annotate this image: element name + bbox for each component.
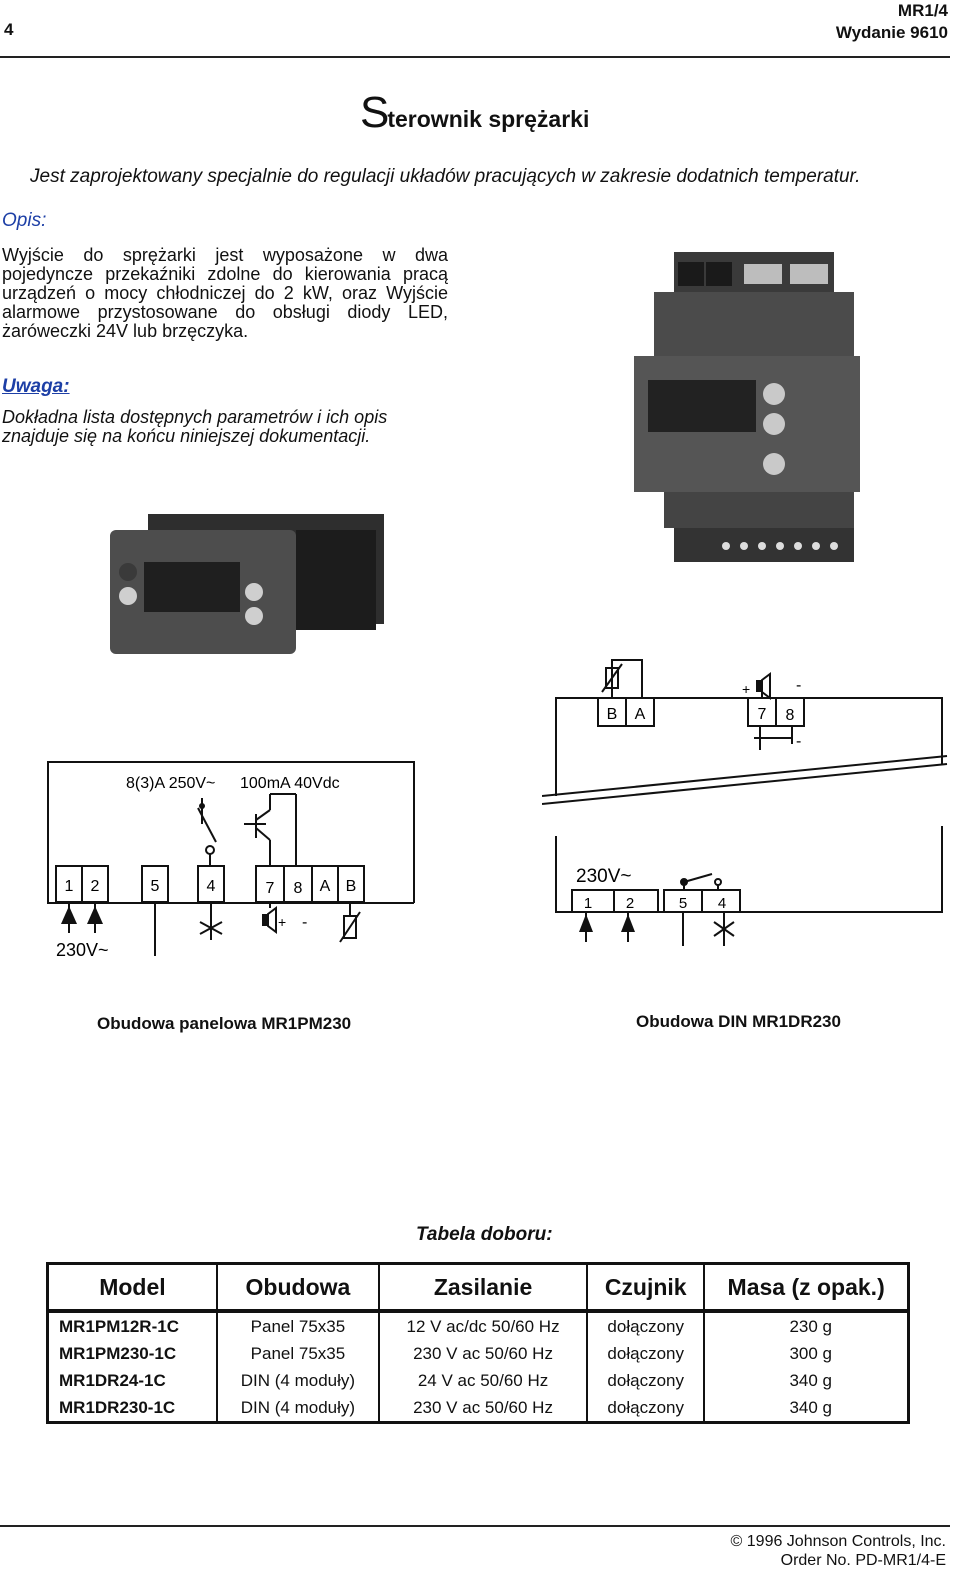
din-buzzer-icon (756, 672, 771, 700)
din-terminal-2-label: 2 (626, 895, 634, 912)
page-title: Sterownik sprężarki (360, 88, 589, 138)
cell-zasilanie: 24 V ac 50/60 Hz (377, 1367, 589, 1394)
table-header-row: Model Obudowa Zasilanie Czujnik Masa (z … (46, 1262, 910, 1313)
table-row: MR1PM12R-1C Panel 75x35 12 V ac/dc 50/60… (46, 1311, 910, 1340)
din-terminal-b-label: B (607, 706, 618, 723)
buzzer-icon (262, 902, 277, 934)
uwaga-heading: Uwaga: (2, 376, 70, 397)
buzzer-plus-label: + (278, 914, 286, 930)
col-zasilanie: Zasilanie (377, 1262, 589, 1313)
selection-table: Model Obudowa Zasilanie Czujnik Masa (z … (46, 1262, 910, 1424)
cell-model: MR1DR24-1C (46, 1367, 218, 1394)
din-supply-label: 230V~ (576, 866, 631, 887)
din-caption: Obudowa DIN MR1DR230 (636, 1012, 841, 1031)
din-buzzer-plus-label: + (742, 681, 750, 697)
panel-wiring-diagram: 8(3)A 250V~ 100mA 40Vdc 1 2 5 4 7 8 A B … (47, 761, 415, 960)
din-bottom-terminal-block: 1 2 5 4 (571, 889, 741, 913)
uwaga-text: Dokładna lista dostępnych parametrów i i… (2, 407, 388, 446)
terminal-4-label: 4 (207, 878, 216, 895)
doc-code: MR1/4 (897, 1, 948, 20)
table-row: MR1DR230-1C DIN (4 moduły) 230 V ac 50/6… (46, 1394, 910, 1423)
page-number: 4 (4, 20, 14, 39)
table-row: MR1DR24-1C DIN (4 moduły) 24 V ac 50/60 … (46, 1367, 910, 1394)
terminal-5-label: 5 (151, 878, 160, 895)
cell-masa: 300 g (703, 1340, 910, 1367)
cell-obudowa: Panel 75x35 (215, 1340, 380, 1367)
din-compressor-snowflake-icon (713, 912, 735, 946)
terminal-a-label: A (320, 878, 331, 895)
compressor-snowflake-icon (199, 902, 223, 940)
terminal-7-label: 7 (266, 880, 275, 897)
din-terminal-1-label: 1 (584, 895, 592, 912)
col-obudowa: Obudowa (215, 1262, 380, 1313)
din-terminal-8-label: 8 (786, 707, 795, 724)
cell-model: MR1DR230-1C (46, 1394, 218, 1423)
terminal-2-label: 2 (91, 878, 100, 895)
cell-zasilanie: 12 V ac/dc 50/60 Hz (377, 1311, 589, 1340)
document-header: MR1/4 Wydanie 9610 (836, 0, 948, 44)
cell-czujnik: dołączony (586, 1394, 706, 1423)
cell-model: MR1PM12R-1C (46, 1311, 218, 1340)
header-rule (0, 56, 950, 58)
cell-czujnik: dołączony (586, 1340, 706, 1367)
alarm-rating-label: 100mA 40Vdc (240, 775, 340, 792)
cell-zasilanie: 230 V ac 50/60 Hz (377, 1340, 589, 1367)
din-led-minus-label: - (796, 733, 801, 750)
supply-label: 230V~ (56, 940, 109, 960)
din-supply-arrow-icon (579, 912, 635, 942)
terminal-8-label: 8 (294, 880, 303, 897)
din-buzzer-minus-label: - (796, 677, 801, 694)
terminal-b-label: B (346, 878, 357, 895)
cell-masa: 340 g (703, 1367, 910, 1394)
title-initial: S (360, 88, 389, 137)
opis-heading: Opis: (2, 210, 47, 231)
intro-text: Jest zaprojektowany specjalnie do regula… (30, 166, 861, 187)
terminal-1-label: 1 (65, 878, 74, 895)
col-masa: Masa (z opak.) (703, 1262, 910, 1313)
din-sensor-thermistor-icon (601, 659, 643, 698)
edition: Wydanie 9610 (835, 23, 948, 42)
cell-obudowa: Panel 75x35 (215, 1311, 380, 1340)
supply-arrow-icon (61, 902, 103, 933)
din-device-image (634, 252, 860, 562)
title-rest: terownik sprężarki (387, 106, 590, 132)
panel-device-image (110, 514, 384, 654)
din-terminal-a-label: A (635, 706, 646, 723)
din-terminal-5-label: 5 (679, 895, 687, 912)
cell-masa: 230 g (703, 1311, 910, 1340)
sensor-thermistor-icon (339, 902, 361, 943)
panel-caption: Obudowa panelowa MR1PM230 (97, 1014, 352, 1033)
col-model: Model (46, 1262, 218, 1313)
cell-zasilanie: 230 V ac 50/60 Hz (377, 1394, 589, 1423)
din-led-icon (754, 726, 793, 750)
col-czujnik: Czujnik (586, 1262, 706, 1313)
panel-terminal-block: 1 2 5 4 7 8 A B (55, 865, 365, 903)
din-terminal-4-label: 4 (718, 895, 726, 912)
din-relay-switch-icon (680, 873, 722, 890)
buzzer-minus-label: - (302, 914, 307, 931)
opis-text: Wyjście do sprężarki jest wyposażone w d… (2, 245, 448, 341)
din-terminal-7-label: 7 (758, 706, 767, 723)
cell-masa: 340 g (703, 1394, 910, 1423)
cell-model: MR1PM230-1C (46, 1340, 218, 1367)
relay-rating-label: 8(3)A 250V~ (126, 775, 215, 792)
cell-czujnik: dołączony (586, 1311, 706, 1340)
order-number: Order No. PD-MR1/4-E (780, 1552, 946, 1569)
din-wiring-diagram: B A 7 8 + - - 230V~ 1 2 5 4 (542, 659, 948, 946)
cell-obudowa: DIN (4 moduły) (215, 1367, 380, 1394)
table-title: Tabela doboru: (416, 1224, 553, 1245)
cell-obudowa: DIN (4 moduły) (215, 1394, 380, 1423)
cell-czujnik: dołączony (586, 1367, 706, 1394)
footer: © 1996 Johnson Controls, Inc. Order No. … (731, 1532, 946, 1570)
footer-rule (0, 1525, 950, 1527)
copyright: © 1996 Johnson Controls, Inc. (730, 1533, 946, 1550)
table-row: MR1PM230-1C Panel 75x35 230 V ac 50/60 H… (46, 1340, 910, 1367)
din-top-terminal-block: B A 7 8 (597, 697, 805, 727)
